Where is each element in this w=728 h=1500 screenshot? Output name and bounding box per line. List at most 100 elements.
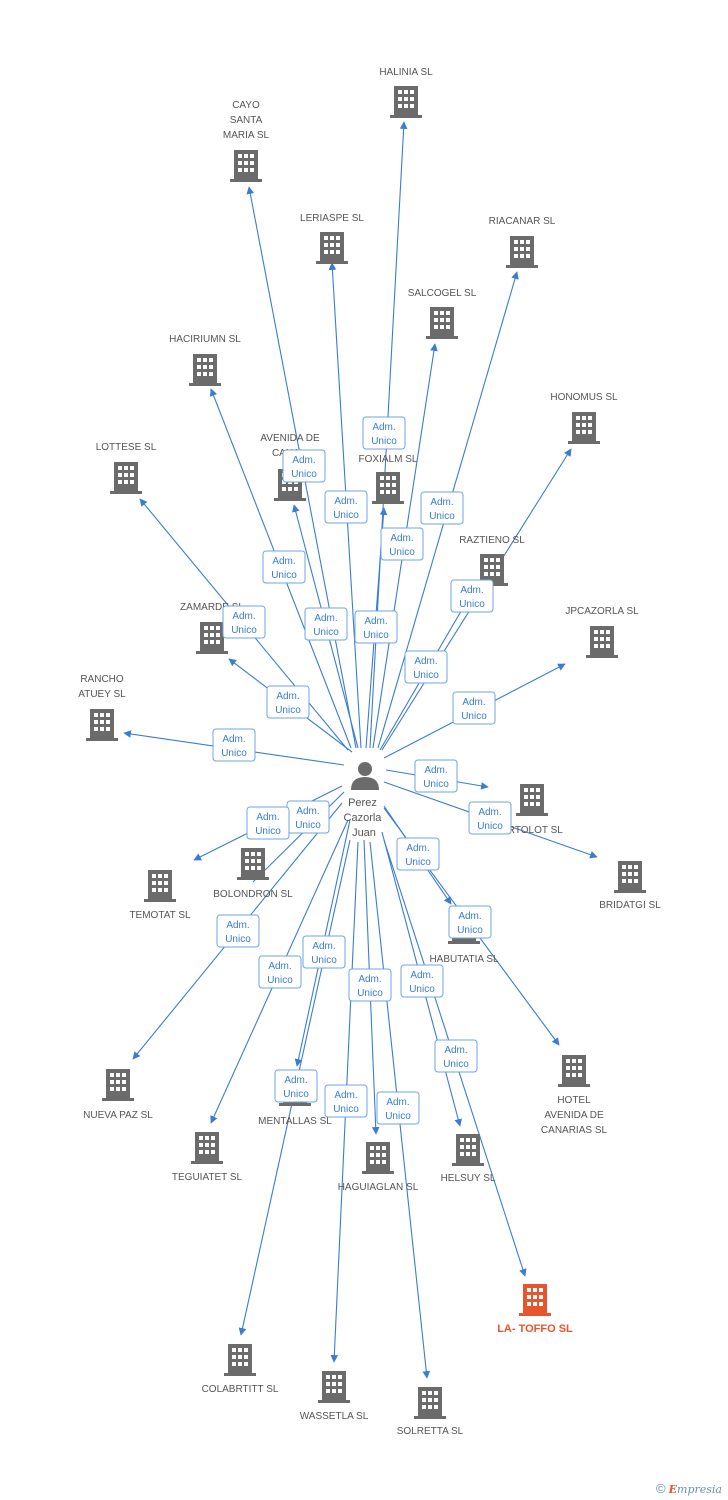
person-name: Perez Cazorla Juan xyxy=(344,797,385,839)
edge-label-wassetla[interactable]: Adm.Unico xyxy=(324,1084,368,1118)
company-node-haguiaglan[interactable]: HAGUIAGLAN SL xyxy=(338,1142,419,1193)
company-node-salcogel[interactable]: SALCOGEL SL xyxy=(408,288,477,339)
building-icon xyxy=(110,462,142,494)
company-node-solretta[interactable]: SOLRETTA SL xyxy=(397,1387,464,1437)
edge-label-helsuy[interactable]: Adm.Unico xyxy=(400,964,444,998)
company-label: BRIDATGI SL xyxy=(599,900,661,911)
company-node-foxialm[interactable]: FOXIALM SL xyxy=(359,454,418,504)
company-label: HACIRIUMN SL xyxy=(169,334,241,345)
edge-label-text: Adm.Unico xyxy=(423,765,449,790)
edge-label-box xyxy=(246,806,290,840)
company-label: HALINIA SL xyxy=(379,67,433,78)
brand-logo[interactable]: Empresia xyxy=(668,1483,722,1496)
edge-label-box xyxy=(304,607,348,641)
company-node-temotat[interactable]: TEMOTAT SL xyxy=(129,870,191,921)
copyright-icon: © xyxy=(656,1481,666,1496)
building-icon xyxy=(586,626,618,658)
company-label: TEGUIATET SL xyxy=(172,1172,243,1183)
edge-label-avenida[interactable]: Adm.Unico xyxy=(304,607,348,641)
edge-label-mentallas[interactable]: Adm.Unico xyxy=(302,935,346,969)
edge-label-text: Adm.Unico xyxy=(357,974,383,999)
company-node-honomus[interactable]: HONOMUS SL xyxy=(550,392,618,444)
edge-label-colabrtitt[interactable]: Adm.Unico xyxy=(274,1069,318,1103)
building-icon xyxy=(230,150,262,182)
edge-label-box xyxy=(262,550,306,584)
edge-label-text: Adm.Unico xyxy=(385,1097,411,1122)
company-label: BOLONDRON SL xyxy=(213,889,293,900)
edge-label-solretta[interactable]: Adm.Unico xyxy=(376,1091,420,1125)
company-node-halinia[interactable]: HALINIA SL xyxy=(379,67,433,118)
edge-label-halinia[interactable]: Adm.Unico xyxy=(362,416,406,450)
company-node-bolondron[interactable]: BOLONDRON SL xyxy=(213,848,293,900)
company-node-raztieno[interactable]: RAZTIENO SL xyxy=(459,535,525,586)
edge-label-haciriumn[interactable]: Adm.Unico xyxy=(262,550,306,584)
edge-label-nuevapaz[interactable]: Adm.Unico xyxy=(216,914,260,948)
company-node-riacanar[interactable]: RIACANAR SL xyxy=(489,216,556,268)
company-node-bridatgi[interactable]: BRIDATGI SL xyxy=(599,861,661,911)
company-node-lottese[interactable]: LOTTESE SL xyxy=(96,442,157,494)
company-node-helsuy[interactable]: HELSUY SL xyxy=(441,1134,496,1184)
company-node-mentallas[interactable]: MENTALLAS SL xyxy=(258,1074,332,1127)
company-node-artolot[interactable]: ARTOLOT SL xyxy=(501,784,563,836)
edge-label-bridatgi[interactable]: Adm.Unico xyxy=(468,801,512,835)
company-node-wassetla[interactable]: WASSETLA SL xyxy=(300,1371,369,1422)
company-node-nuevapaz[interactable]: NUEVA PAZ SL xyxy=(83,1069,153,1121)
edge-label-box xyxy=(266,685,310,719)
edge-label-haguiaglan[interactable]: Adm.Unico xyxy=(348,968,392,1002)
edge-label-habutatia[interactable]: Adm.Unico xyxy=(396,837,440,871)
person-node[interactable]: Perez Cazorla Juan xyxy=(344,762,385,839)
company-label: LERIASPE SL xyxy=(300,213,364,224)
edge-label-raztieno[interactable]: Adm.Unico xyxy=(404,650,448,684)
edge-label-text: Adm.Unico xyxy=(363,616,389,641)
edge-label-text: Adm.Unico xyxy=(271,556,297,581)
edge-label-leriaspe[interactable]: Adm.Unico xyxy=(324,490,368,524)
company-node-habutatia[interactable]: HABUTATIA SL xyxy=(429,912,499,965)
edge-label-latoffo[interactable]: Adm.Unico xyxy=(434,1039,478,1073)
edge-label-jpcazorla[interactable]: Adm.Unico xyxy=(452,691,496,725)
edge-label-text: Adm.Unico xyxy=(221,734,247,759)
edge-label-lottese[interactable]: Adm.Unico xyxy=(222,605,266,639)
edge-label-box xyxy=(274,1069,318,1103)
company-node-jpcazorla[interactable]: JPCAZORLA SL xyxy=(565,606,639,658)
building-icon xyxy=(318,1371,350,1403)
building-icon xyxy=(362,1142,394,1174)
company-node-colabrtitt[interactable]: COLABRTITT SL xyxy=(202,1344,279,1395)
copyright-credit: ©Empresia xyxy=(656,1481,722,1496)
edge-label-artolot[interactable]: Adm.Unico xyxy=(414,759,458,793)
building-icon xyxy=(237,848,269,880)
company-label: COLABRTITT SL xyxy=(202,1384,279,1395)
edge-labels-layer: Adm.UnicoAdm.UnicoAdm.UnicoAdm.UnicoAdm.… xyxy=(212,416,512,1125)
company-label: HABUTATIA SL xyxy=(429,954,499,965)
company-node-zamarde[interactable]: ZAMARDE SL xyxy=(180,602,244,654)
edge-label-temotat[interactable]: Adm.Unico xyxy=(246,806,290,840)
company-label: SOLRETTA SL xyxy=(397,1426,464,1437)
edge-label-rancho[interactable]: Adm.Unico xyxy=(212,728,256,762)
edge-label-honomus[interactable]: Adm.Unico xyxy=(450,579,494,613)
edge-label-salcogel[interactable]: Adm.Unico xyxy=(380,527,424,561)
edge-label-foxialm[interactable]: Adm.Unico xyxy=(354,610,398,644)
edge-label-hotel[interactable]: Adm.Unico xyxy=(448,905,492,939)
company-node-teguiatet[interactable]: TEGUIATET SL xyxy=(172,1132,243,1183)
company-label: LOTTESE SL xyxy=(96,442,157,453)
building-icon xyxy=(144,870,176,902)
edge-label-box xyxy=(324,490,368,524)
edge-label-box xyxy=(396,837,440,871)
edge-label-text: Adm.Unico xyxy=(333,1090,359,1115)
edge-label-bolondron[interactable]: Adm.Unico xyxy=(286,800,330,834)
edge-label-riacanar[interactable]: Adm.Unico xyxy=(420,491,464,525)
company-label: RAZTIENO SL xyxy=(459,535,525,546)
building-icon xyxy=(372,472,404,504)
company-node-latoffo[interactable]: LA- TOFFO SL xyxy=(497,1284,573,1335)
company-node-haciriumn[interactable]: HACIRIUMN SL xyxy=(169,334,241,386)
edge-label-teguiatet[interactable]: Adm.Unico xyxy=(258,955,302,989)
edge-label-zamarde[interactable]: Adm.Unico xyxy=(266,685,310,719)
building-icon xyxy=(519,1284,551,1316)
edge-label-box xyxy=(400,964,444,998)
company-node-leriaspe[interactable]: LERIASPE SL xyxy=(300,213,364,264)
edge-label-cayo[interactable]: Adm.Unico xyxy=(282,449,326,483)
